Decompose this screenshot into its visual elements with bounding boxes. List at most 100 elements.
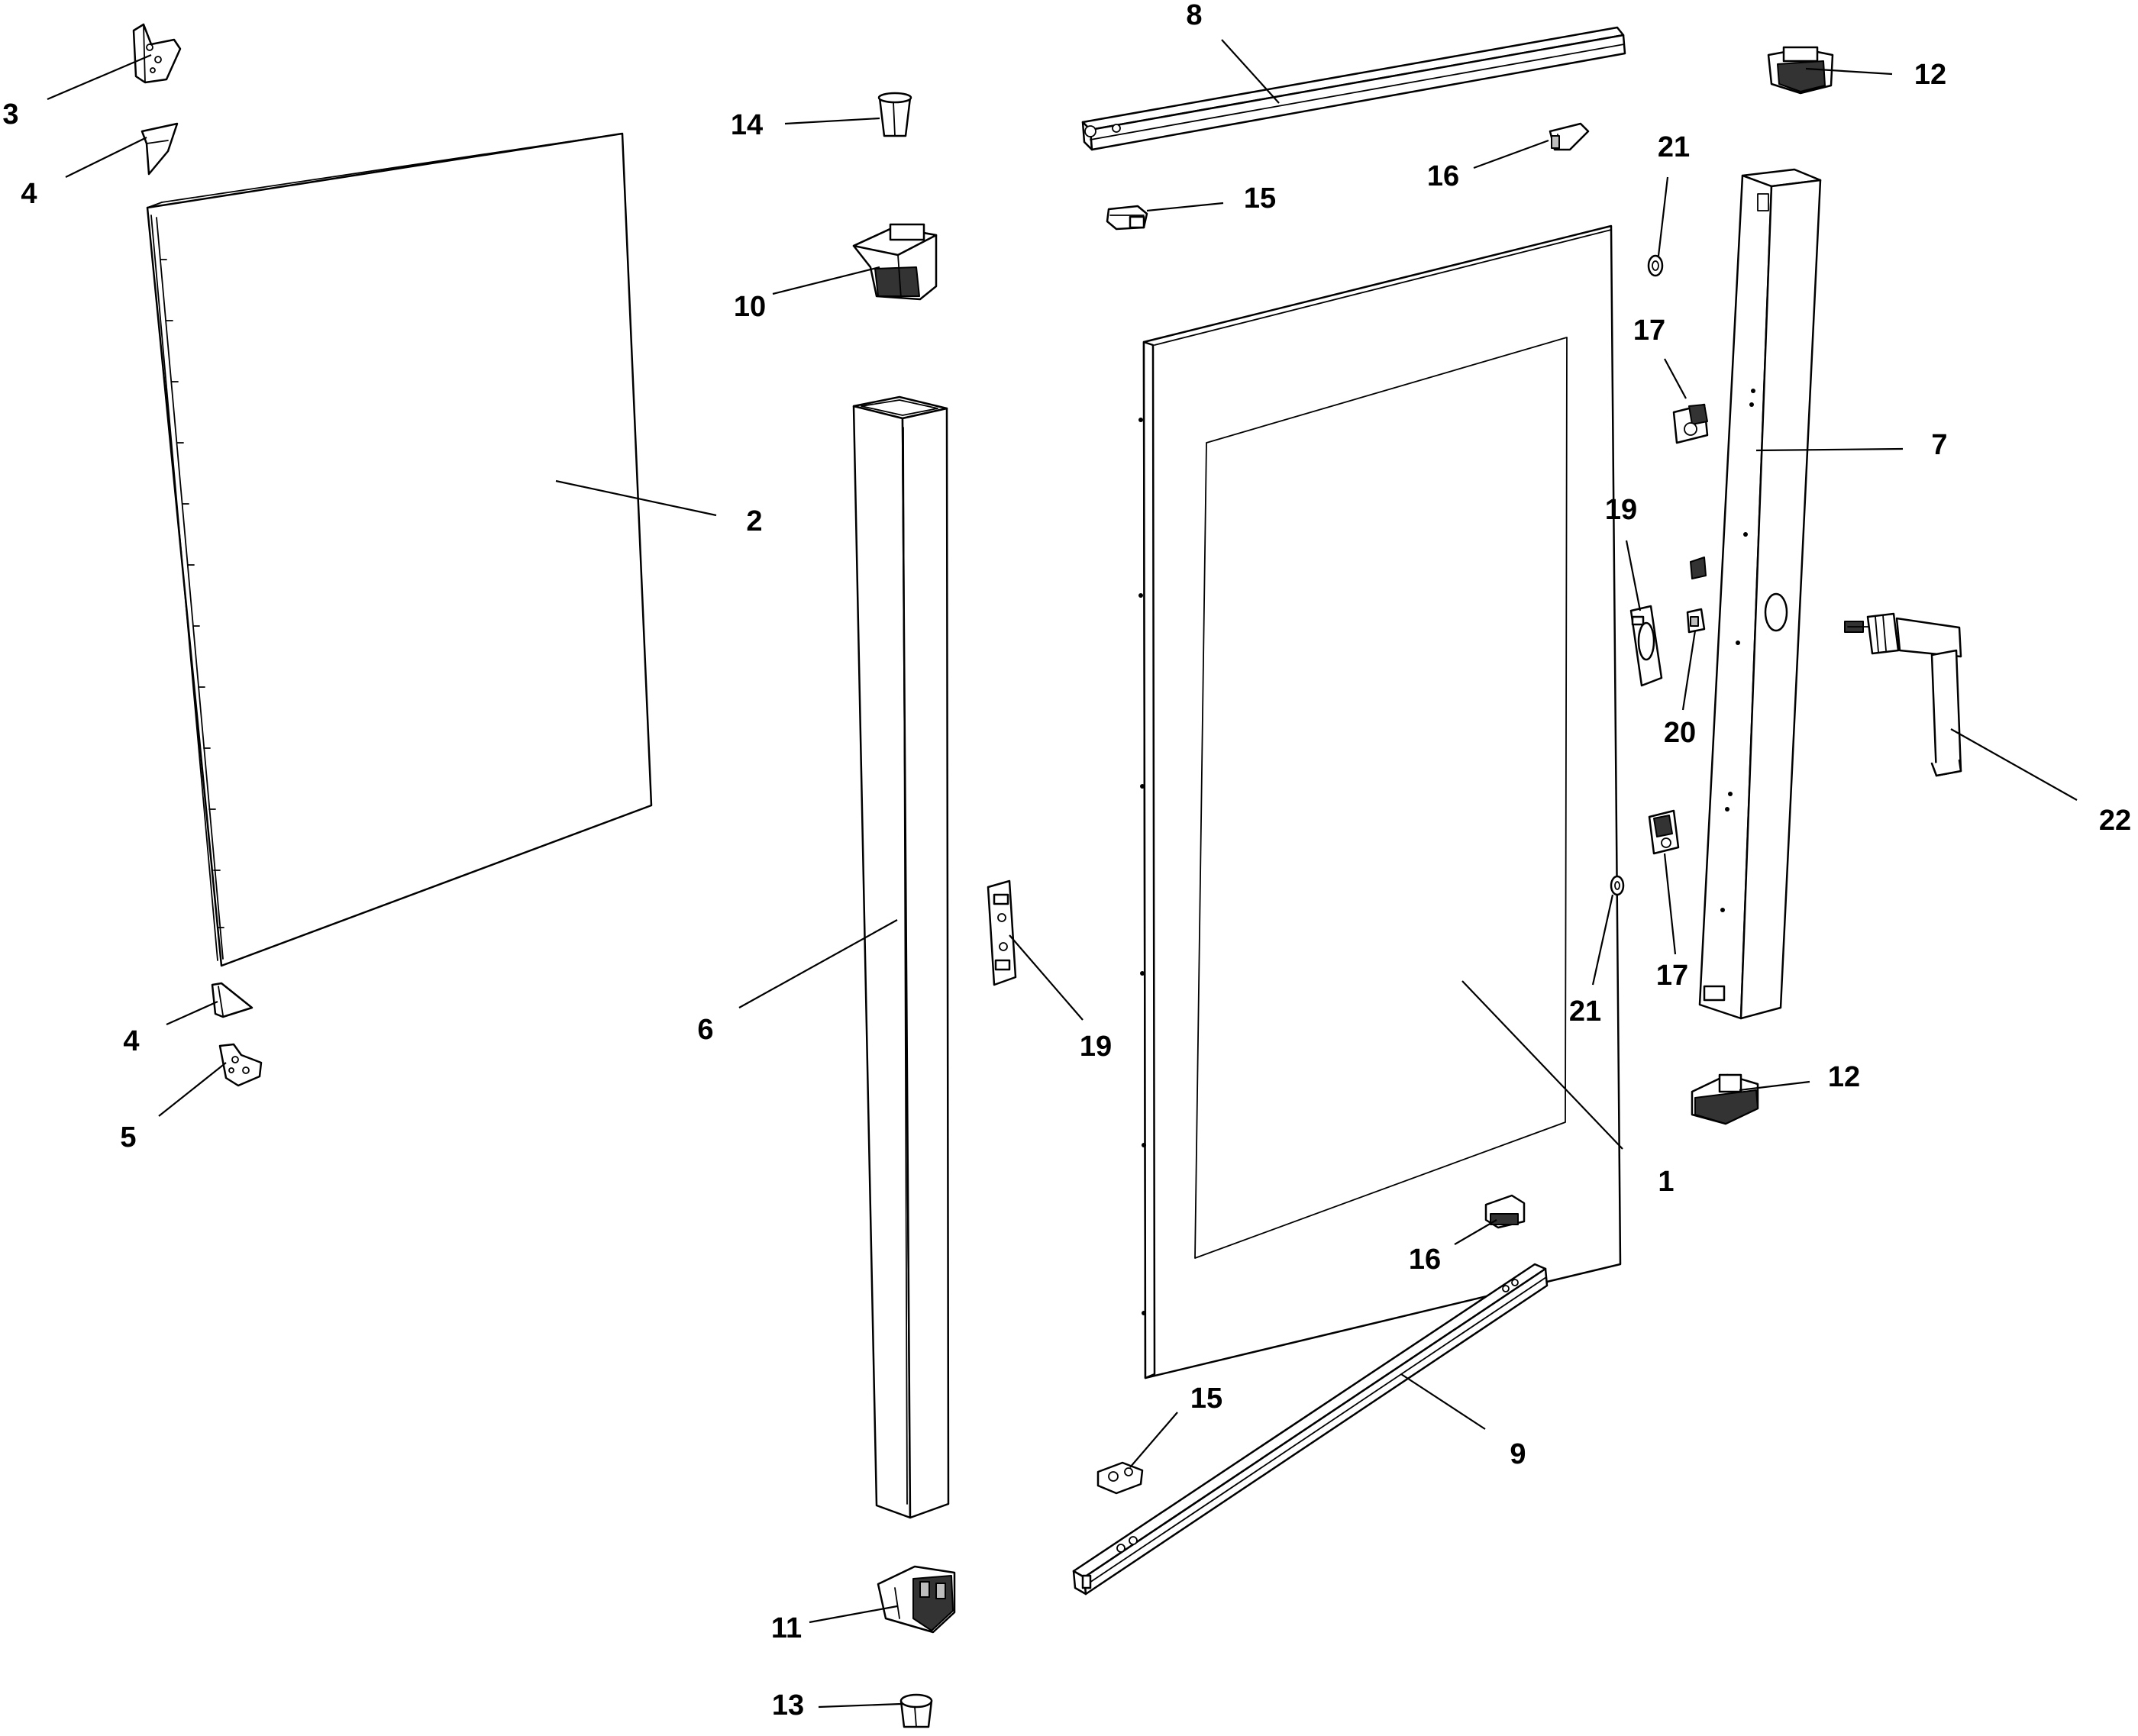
connector-block-part-12-top [1767,46,1834,95]
leader-line-13 [818,1702,902,1709]
callout-number: 17 [1656,960,1688,992]
leader-line-4 [166,1000,218,1026]
corner-cap-part-4-top [140,122,179,176]
glass-door-part-1 [1138,224,1622,1379]
leader-line-8 [1221,39,1280,104]
callout-number: 15 [1244,182,1276,215]
callout-9: 9 [1400,1373,1526,1470]
clip-part-20 [1686,557,1707,634]
leader-line-22 [1950,728,2078,801]
door-edge-holes [1138,418,1146,1315]
callout-1: 1 [1461,980,1675,1198]
callout-number: 21 [1658,131,1690,163]
hinge-bracket-part-5 [218,1043,263,1087]
hinge-bracket-part-3 [132,23,182,84]
callout-16: 16 [1409,1219,1497,1276]
leader-line-12 [1739,1080,1810,1092]
square-post-part-6 [852,395,950,1519]
panel-part-2 [146,132,653,967]
callout-number: 4 [21,178,37,210]
callout-16: 16 [1427,139,1549,192]
callout-15: 15 [1146,182,1276,215]
callout-number: 5 [120,1121,136,1154]
callout-11: 11 [771,1605,898,1644]
leader-line-9 [1400,1373,1486,1430]
callout-17: 17 [1633,315,1687,399]
callout-number: 1 [1658,1166,1674,1198]
hinge-plate-part-19-left [987,879,1017,986]
callout-12: 12 [1805,59,1946,91]
callout-number: 4 [123,1025,139,1057]
callout-4: 4 [123,1000,218,1057]
leader-line-17 [1663,853,1677,955]
leader-line-7 [1755,447,1904,452]
callout-12: 12 [1739,1061,1860,1093]
callout-number: 11 [771,1612,802,1644]
callout-number: 19 [1080,1031,1112,1063]
callout-3: 3 [2,53,152,131]
leader-line-15 [1146,202,1224,212]
callout-number: 16 [1409,1244,1441,1276]
leader-line-14 [784,117,880,125]
callout-number: 15 [1190,1383,1222,1415]
leader-line-2 [555,479,717,517]
leader-line-12 [1805,67,1893,76]
leader-line-17 [1664,358,1687,399]
lock-bracket-part-17-top [1672,403,1709,444]
callout-number: 20 [1664,717,1696,749]
round-foot-part-13 [899,1693,933,1728]
leader-line-19 [1625,540,1642,611]
leader-line-15 [1129,1412,1178,1468]
hinge-knuckles [160,259,224,928]
clip-part-15-top [1106,205,1148,231]
keeper-part-16-top [1549,122,1590,151]
clip-part-15-bottom [1096,1461,1144,1495]
right-post-part-7 [1698,168,1822,1020]
callout-17: 17 [1656,853,1688,992]
top-rail-part-8 [1081,26,1626,151]
callout-number: 7 [1931,429,1947,461]
callout-15: 15 [1129,1383,1222,1468]
callout-19: 19 [1009,934,1112,1063]
callout-5: 5 [120,1062,227,1154]
nut-part-21-top [1647,254,1664,277]
leader-line-16 [1473,139,1549,169]
corner-connector-part-10 [852,223,938,301]
lock-bracket-part-17-bottom [1648,809,1680,855]
cylinder-cap-part-14 [877,92,912,137]
callout-number: 17 [1633,315,1665,347]
callout-2: 2 [555,479,763,537]
callout-number: 9 [1510,1438,1526,1470]
callout-19: 19 [1605,494,1642,611]
callout-4: 4 [21,137,147,210]
callout-21: 21 [1657,131,1690,257]
leader-line-10 [772,266,880,295]
leader-line-21 [1657,176,1669,257]
callout-number: 14 [731,109,763,141]
leader-line-5 [158,1062,227,1117]
callout-number: 3 [2,98,18,131]
leader-line-11 [809,1605,898,1624]
callout-number: 16 [1427,160,1459,192]
leader-line-19 [1009,934,1084,1021]
callout-number: 12 [1914,59,1946,91]
callout-14: 14 [731,109,880,141]
nut-part-21-bottom [1610,875,1625,896]
leader-line-20 [1681,630,1697,711]
callout-8: 8 [1186,0,1280,104]
callout-7: 7 [1755,429,1948,461]
callout-number: 13 [772,1689,804,1721]
callout-10: 10 [734,266,880,323]
leader-line-16 [1454,1219,1497,1245]
lock-plate-part-19-right [1629,605,1663,687]
corner-cap-part-4-bottom [211,982,254,1018]
leader-line-1 [1461,980,1623,1150]
bottom-rail-part-9 [1072,1263,1549,1596]
callout-20: 20 [1664,630,1697,749]
callout-number: 21 [1569,995,1601,1028]
callout-13: 13 [772,1689,902,1721]
callout-21: 21 [1569,894,1614,1028]
callout-number: 6 [697,1014,713,1046]
